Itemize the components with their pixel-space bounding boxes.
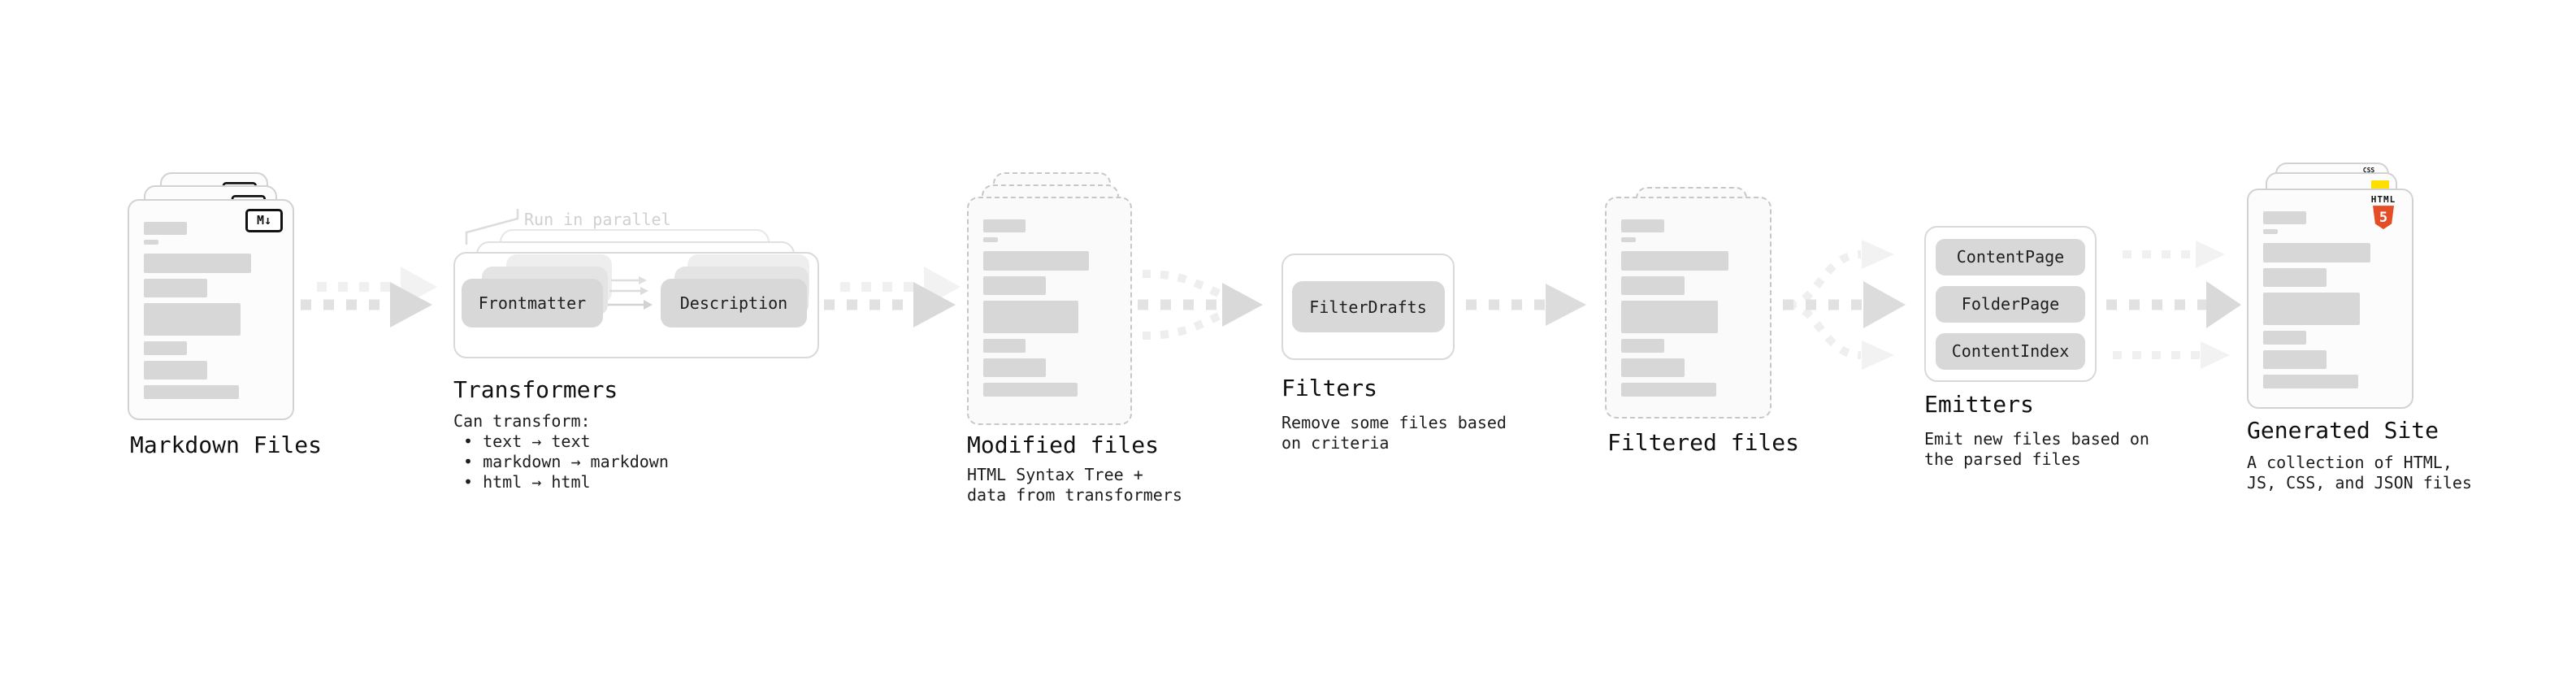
filtered-file-card-front [1605, 197, 1772, 419]
text-line-bar [983, 219, 1026, 232]
document-text-placeholder [144, 222, 278, 399]
filterdrafts-pill: FilterDrafts [1291, 281, 1445, 332]
filtered-files-label: Filtered files [1607, 429, 1800, 456]
text-line-bar [983, 301, 1079, 333]
modified-files-stack [967, 172, 1138, 428]
flow-arrow-fanout-icon [1783, 240, 1906, 370]
text-line-bar [1621, 219, 1664, 232]
emitters-figure: ContentPage FolderPage ContentIndex [1924, 226, 2097, 382]
markdown-icon: M↓ [245, 209, 283, 232]
text-line-bar [1621, 301, 1718, 333]
transformers-title: Transformers [453, 376, 618, 403]
text-line-bar [2263, 331, 2306, 345]
flow-arrow-double-icon [824, 267, 961, 327]
text-line-bar [1621, 251, 1728, 271]
document-text-placeholder [2263, 211, 2397, 388]
text-line-bar [144, 240, 159, 245]
text-line-bar [983, 383, 1078, 397]
text-line-bar [144, 341, 187, 355]
filters-figure: FilterDrafts [1281, 254, 1455, 360]
document-text-placeholder [983, 219, 1116, 397]
text-line-bar [983, 237, 998, 242]
flow-arrow-icon [1466, 284, 1586, 326]
text-line-bar [2263, 350, 2327, 369]
text-line-bar [144, 303, 241, 336]
flow-arrow-double-icon [301, 267, 437, 327]
text-line-bar [1621, 358, 1685, 377]
text-line-bar [2263, 293, 2360, 325]
text-line-bar [1621, 237, 1637, 242]
flow-arrow-triple-icon [2106, 241, 2241, 369]
text-line-bar [144, 254, 251, 273]
filtered-files-stack [1605, 187, 1776, 423]
markdown-files-label: Markdown Files [130, 432, 323, 458]
transformers-figure: Frontmatter Description [453, 229, 823, 361]
flow-arrow-merge-icon [1138, 270, 1263, 340]
folderpage-pill: FolderPage [1936, 285, 2085, 323]
text-line-bar [983, 276, 1046, 295]
text-line-bar [2263, 229, 2279, 234]
filters-title: Filters [1281, 375, 1378, 401]
contentindex-pill: ContentIndex [1936, 332, 2085, 370]
text-line-bar [2263, 243, 2370, 262]
markdown-file-card-front: M↓ [128, 199, 294, 420]
text-line-bar [2263, 268, 2327, 287]
html5-icon: HTML 5 [2363, 194, 2404, 230]
emitters-title: Emitters [1924, 391, 2034, 418]
annotation-leader-line [465, 209, 519, 245]
text-line-bar [144, 222, 187, 235]
emitters-description: Emit new files based on the parsed files [1924, 429, 2149, 469]
description-pill: Description [661, 279, 807, 327]
contentpage-pill: ContentPage [1936, 238, 2085, 275]
text-line-bar [1621, 276, 1685, 295]
text-line-bar [1621, 383, 1717, 397]
text-line-bar [144, 361, 207, 380]
modified-files-description: HTML Syntax Tree + data from transformer… [967, 465, 1182, 505]
filters-description: Remove some files based on criteria [1281, 413, 1507, 453]
pill-to-pill-arrows-icon [608, 276, 653, 310]
markdown-files-stack: M↓ M↓ M↓ [128, 172, 298, 424]
text-line-bar [983, 358, 1046, 377]
generated-site-description: A collection of HTML, JS, CSS, and JSON … [2247, 453, 2472, 492]
text-line-bar [983, 339, 1026, 353]
document-text-placeholder [1621, 219, 1755, 397]
text-line-bar [144, 279, 207, 297]
generated-site-stack: CSS HTML 5 [2247, 163, 2418, 414]
transformers-description: Can transform: • text → text • markdown … [453, 411, 669, 492]
modified-file-card-front [967, 197, 1132, 425]
generated-site-label: Generated Site [2247, 417, 2439, 444]
frontmatter-pill: Frontmatter [462, 279, 603, 327]
modified-files-label: Modified files [967, 432, 1160, 458]
text-line-bar [983, 251, 1090, 271]
text-line-bar [2263, 211, 2306, 224]
run-in-parallel-annotation: Run in parallel [524, 210, 671, 229]
text-line-bar [2263, 375, 2359, 388]
html-file-card: HTML 5 [2247, 189, 2413, 409]
text-line-bar [144, 385, 240, 399]
text-line-bar [1621, 339, 1664, 353]
javascript-icon [2371, 180, 2389, 189]
